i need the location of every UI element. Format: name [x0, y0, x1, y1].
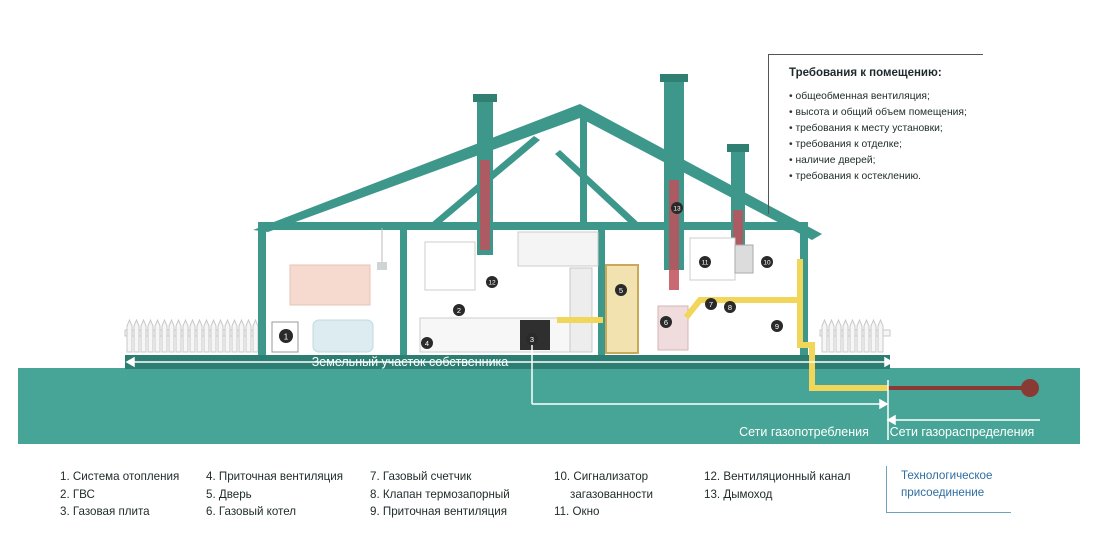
legend-item: 12. Вентиляционный канал	[704, 470, 851, 483]
fence-picket	[175, 318, 182, 353]
ground	[18, 368, 1080, 444]
legend-column-4: 10. Сигнализатор загазованности 11. Окно	[554, 468, 653, 521]
fence-picket	[252, 318, 259, 353]
marker-2: 2	[453, 304, 465, 316]
house-structure	[253, 104, 822, 355]
fence-picket	[133, 318, 140, 353]
marker-6: 6	[660, 316, 672, 328]
requirements-list: общеобменная вентиляция; высота и общий …	[789, 89, 983, 185]
marker-7: 7	[705, 298, 717, 310]
marker-3: 3	[526, 333, 538, 345]
marker-8: 8	[724, 301, 736, 313]
distribution-pipe	[888, 379, 1039, 397]
legend-item: 10. Сигнализатор	[554, 470, 649, 483]
fence-picket	[140, 318, 147, 353]
svg-text:7: 7	[709, 300, 713, 309]
legend-item: 5. Дверь	[206, 487, 252, 501]
fence-picket	[849, 318, 856, 353]
fence-picket	[154, 318, 161, 353]
marker-12: 12	[486, 276, 498, 288]
fence-picket	[161, 318, 168, 353]
legend-item: 4. Приточная вентиляция	[206, 470, 344, 483]
marker-10: 10	[761, 256, 773, 268]
legend-item: 7. Газовый счетчик	[370, 470, 472, 483]
fence-picket	[238, 318, 245, 353]
fence-picket	[828, 318, 835, 353]
gas-distribution-label: Сети газораспределения	[890, 425, 1035, 439]
svg-text:10: 10	[763, 260, 771, 267]
fence-picket	[196, 318, 203, 353]
fence-picket	[182, 318, 189, 353]
chimneys	[473, 74, 749, 290]
tech-connection-line: присоединение	[901, 486, 985, 499]
fence-picket	[224, 318, 231, 353]
requirement-item: требования к отделке;	[789, 137, 983, 153]
svg-text:12: 12	[488, 280, 496, 287]
marker-5: 5	[615, 284, 627, 296]
fence-picket	[863, 318, 870, 353]
marker-4: 4	[421, 337, 433, 349]
legend-item: 8. Клапан термозапорный	[370, 487, 510, 501]
fence-left	[124, 318, 266, 353]
svg-text:2: 2	[457, 306, 461, 315]
legend-item: 6. Газовый котел	[206, 505, 297, 518]
svg-text:8: 8	[728, 303, 732, 312]
fence-picket	[842, 318, 849, 353]
tech-connection-line: Технологическое	[901, 469, 993, 482]
legend-item: 13. Дымоход	[704, 487, 773, 501]
requirement-item: высота и общий объем помещения;	[789, 105, 983, 121]
legend-item: 11. Окно	[554, 505, 600, 518]
svg-text:1: 1	[284, 333, 289, 342]
legend-item: 3. Газовая плита	[60, 505, 150, 518]
legend-column-1: 1. Система отопления 2. ГВС 3. Газовая п…	[60, 468, 179, 521]
fence-picket	[245, 318, 252, 353]
fence-picket	[877, 318, 884, 353]
fence-picket	[126, 318, 133, 353]
gas-pipe	[557, 259, 888, 391]
fence-picket	[210, 318, 217, 353]
requirement-item: общеобменная вентиляция;	[789, 89, 983, 105]
room-requirements: Требования к помещению: общеобменная вен…	[768, 54, 983, 214]
svg-text:11: 11	[702, 260, 709, 267]
tech-connection-note: Технологическое присоединение	[886, 466, 1011, 513]
requirement-item: наличие дверей;	[789, 153, 983, 169]
legend-item: 2. ГВС	[60, 487, 95, 501]
legend-item: 1. Система отопления	[60, 470, 180, 483]
gas-consumption-label: Сети газопотребления	[739, 425, 869, 439]
fence-picket	[147, 318, 154, 353]
svg-text:4: 4	[425, 339, 429, 348]
requirement-item: требования к месту установки;	[789, 121, 983, 137]
legend-column-3: 7. Газовый счетчик 8. Клапан термозапорн…	[370, 468, 510, 521]
svg-text:3: 3	[530, 335, 534, 344]
legend-item: загазованности	[570, 487, 654, 501]
legend-column-5: 12. Вентиляционный канал 13. Дымоход	[704, 468, 851, 503]
fence-picket	[870, 318, 877, 353]
fence-picket	[231, 318, 238, 353]
boiler-room	[605, 237, 754, 354]
fence-picket	[821, 318, 828, 353]
kitchen	[419, 231, 599, 353]
marker-13: 13	[671, 202, 683, 214]
fence-picket	[217, 318, 224, 353]
requirements-title: Требования к помещению:	[789, 67, 942, 79]
svg-text:9: 9	[775, 322, 779, 331]
requirement-item: требования к остеклению.	[789, 169, 983, 185]
svg-text:5: 5	[619, 286, 623, 295]
marker-9: 9	[771, 320, 783, 332]
fence-picket	[189, 318, 196, 353]
svg-text:6: 6	[664, 318, 668, 327]
fence-picket	[835, 318, 842, 353]
fence-picket	[856, 318, 863, 353]
land-plot-label: Земельный участок собственника	[312, 355, 509, 369]
fence-picket	[203, 318, 210, 353]
marker-1: 1	[279, 329, 293, 343]
legend-column-2: 4. Приточная вентиляция 5. Дверь 6. Газо…	[206, 468, 343, 521]
legend-item: 9. Приточная вентиляция	[370, 505, 508, 518]
svg-text:13: 13	[673, 206, 681, 213]
network-arrows	[125, 345, 1040, 440]
fence-picket	[168, 318, 175, 353]
fence-right	[819, 318, 891, 353]
marker-11: 11	[699, 256, 711, 268]
